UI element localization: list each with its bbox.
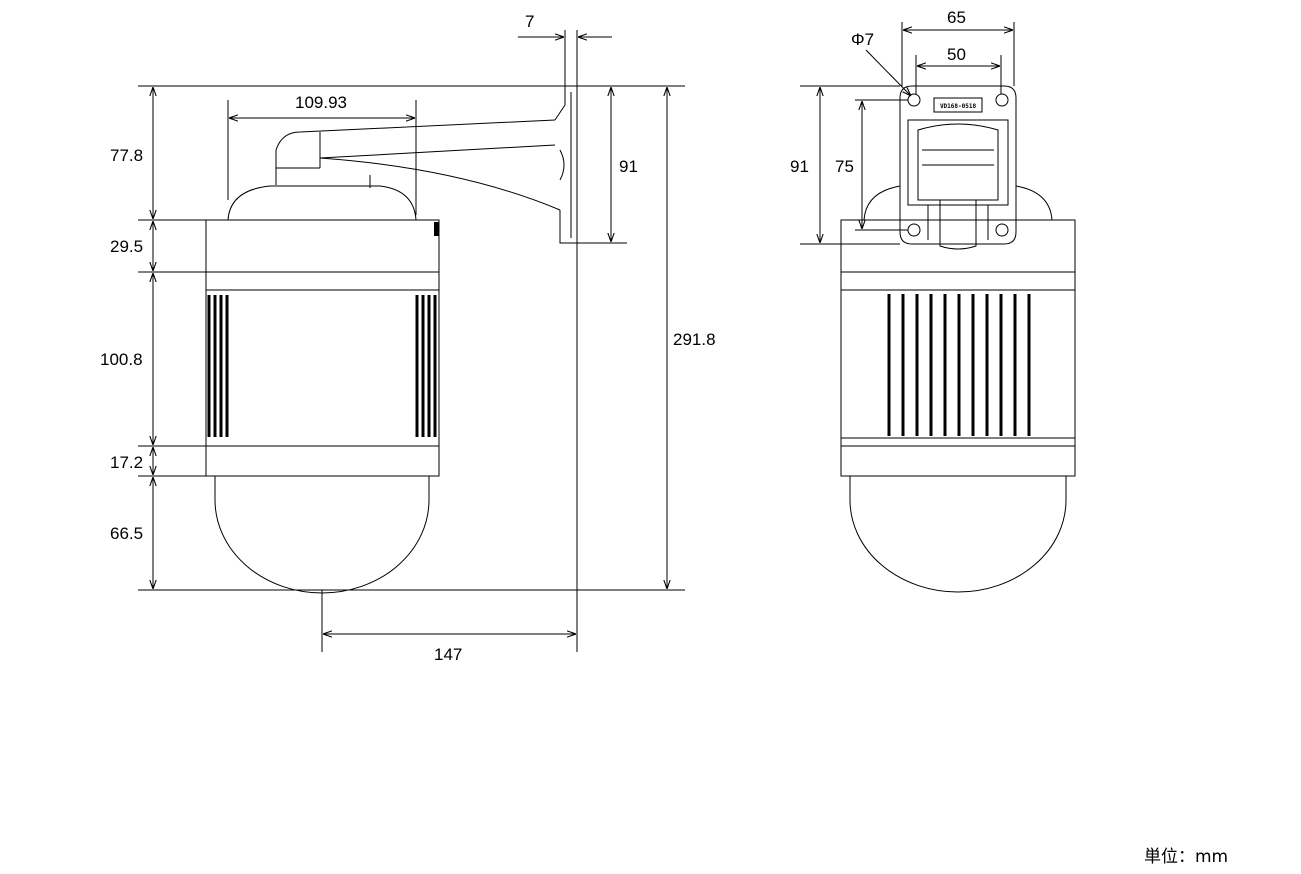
- front-bottom-band: [840, 437, 1076, 477]
- dome: [214, 476, 430, 594]
- side-connector: [434, 222, 439, 236]
- side-dimension-lines: [153, 37, 667, 634]
- plate-stamp: VD168-0518: [940, 103, 977, 110]
- front-extension-lines: [800, 22, 1015, 245]
- mount-hole-top-right: [995, 93, 1009, 107]
- dim-hole-spacing-h: 50: [947, 45, 966, 64]
- dim-body-height: 100.8: [100, 350, 143, 369]
- front-dome: [849, 476, 1067, 593]
- cooling-fins-left: [207, 295, 229, 437]
- side-extension-lines: [138, 30, 685, 652]
- mount-hole-bottom-left: [907, 223, 921, 237]
- mount-hole-bottom-right: [995, 223, 1009, 237]
- dim-plate-width: 65: [947, 8, 966, 27]
- unit-label: 単位：mm: [1144, 847, 1229, 867]
- dim-bracket-thickness: 7: [525, 12, 534, 31]
- dim-projection: 147: [434, 645, 462, 664]
- top-cap: [227, 185, 417, 221]
- front-body: [840, 272, 1076, 438]
- dim-plate-height: 91: [790, 157, 809, 176]
- top-band: [205, 219, 440, 273]
- dim-bracket-height: 91: [619, 157, 638, 176]
- mounting-arm: [275, 119, 561, 211]
- dim-arm-width: 109.93: [295, 93, 347, 112]
- wall-bracket: [554, 85, 578, 244]
- dim-total-height: 291.8: [673, 330, 716, 349]
- front-dimension-lines: [820, 30, 1013, 243]
- side-view: 77.8 29.5 100.8 17.2 66.5 291.8 91 109.9…: [100, 12, 716, 664]
- camera-body: [205, 272, 440, 446]
- front-view: VD168-0518: [790, 8, 1076, 593]
- front-cooling-fins: [887, 294, 1031, 436]
- cooling-fins-right: [415, 295, 437, 437]
- dim-arm-height: 77.8: [110, 146, 143, 165]
- mount-hole-top-left: [907, 93, 921, 107]
- dim-dome-height: 66.5: [110, 524, 143, 543]
- dim-hole-spacing-v: 75: [835, 157, 854, 176]
- dim-bottom-band-height: 17.2: [110, 453, 143, 472]
- bottom-band: [205, 445, 440, 477]
- mounting-plate: VD168-0518: [899, 85, 1017, 250]
- dim-hole-diameter: Φ7: [851, 30, 874, 49]
- front-top-band: [840, 219, 1076, 273]
- dim-top-band-height: 29.5: [110, 237, 143, 256]
